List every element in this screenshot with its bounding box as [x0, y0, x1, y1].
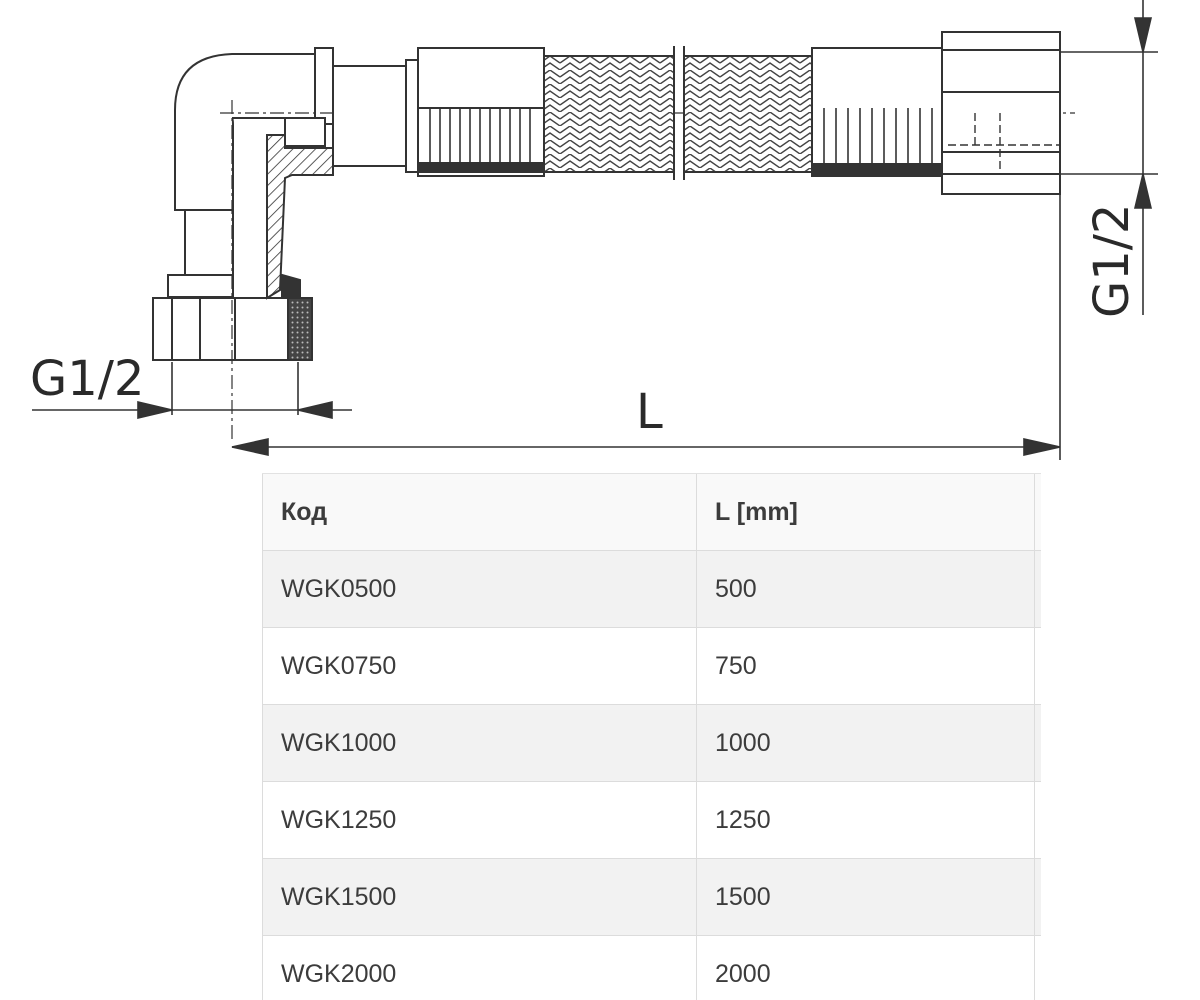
cell-spacer — [1034, 627, 1041, 705]
length-table: Код L [mm] WGK0500 500 WGK0750 750 WGK10… — [262, 473, 1041, 1000]
dimension-lines — [32, 0, 1158, 460]
dim-label-left: G1/2 — [30, 351, 144, 407]
hose-body — [332, 31, 1061, 195]
table-row: WGK1500 1500 — [262, 858, 1041, 936]
cell-length: 500 — [696, 550, 1035, 628]
cell-spacer — [1034, 858, 1041, 936]
cell-code: WGK1250 — [262, 781, 697, 859]
cell-code: WGK2000 — [262, 935, 697, 1000]
table-row: WGK1250 1250 — [262, 781, 1041, 859]
cell-spacer — [1034, 781, 1041, 859]
cell-code: WGK0500 — [262, 550, 697, 628]
cell-length: 750 — [696, 627, 1035, 705]
cell-code: WGK1500 — [262, 858, 697, 936]
dim-label-length: L — [636, 384, 663, 440]
hose-technical-drawing: G1/2 L G1/2 — [30, 0, 1158, 460]
cell-code: WGK0750 — [262, 627, 697, 705]
table-row: WGK2000 2000 — [262, 935, 1041, 1000]
length-table-container: Код L [mm] WGK0500 500 WGK0750 750 WGK10… — [262, 473, 1041, 1000]
table-row: WGK1000 1000 — [262, 704, 1041, 782]
cell-spacer — [1034, 935, 1041, 1000]
cell-length: 1250 — [696, 781, 1035, 859]
dimension-labels: G1/2 L G1/2 — [30, 204, 1140, 440]
header-length: L [mm] — [696, 473, 1035, 551]
elbow-fitting — [152, 47, 1075, 440]
cell-length: 1500 — [696, 858, 1035, 936]
header-spacer — [1034, 473, 1041, 551]
dim-label-right: G1/2 — [1084, 204, 1140, 318]
cell-code: WGK1000 — [262, 704, 697, 782]
table-row: WGK0750 750 — [262, 627, 1041, 705]
cell-spacer — [1034, 704, 1041, 782]
cell-length: 1000 — [696, 704, 1035, 782]
header-code: Код — [262, 473, 697, 551]
cell-spacer — [1034, 550, 1041, 628]
cell-length: 2000 — [696, 935, 1035, 1000]
table-header-row: Код L [mm] — [262, 473, 1041, 551]
table-row: WGK0500 500 — [262, 550, 1041, 628]
